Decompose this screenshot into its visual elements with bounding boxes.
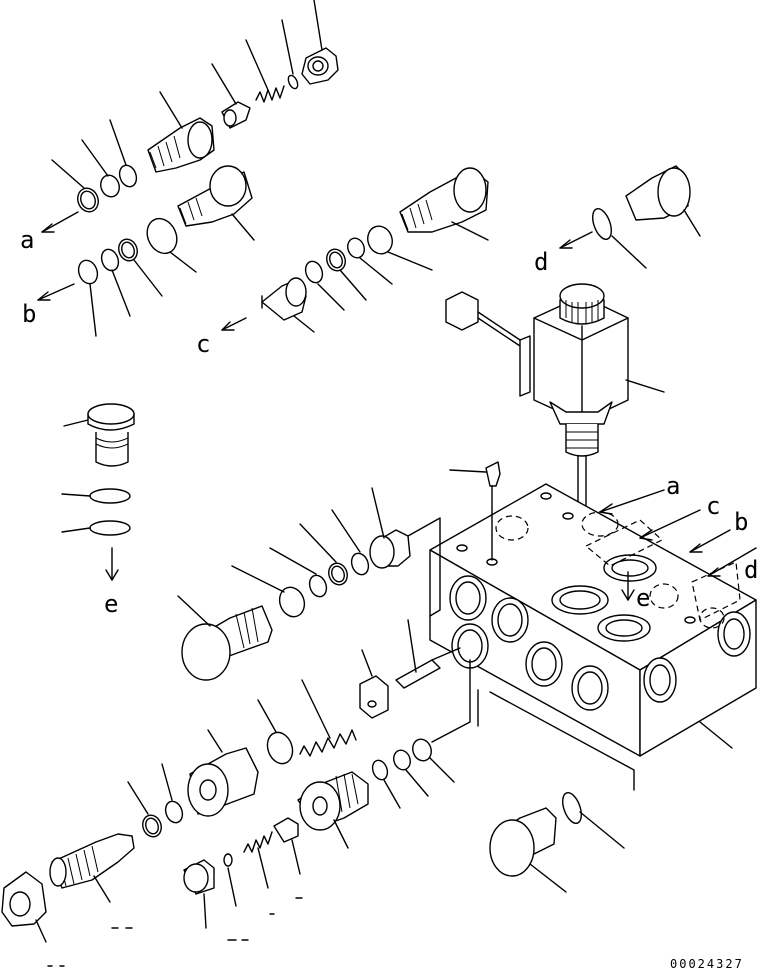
callout-c-top: c [196,330,210,358]
callout-b-block: b [734,508,748,536]
arrow-c-top [221,317,247,331]
cap-nut-top [301,0,339,85]
callout-b-top: b [22,300,36,328]
backup-ring-2 [51,159,99,213]
lower-middle-valve [183,659,471,929]
arrow-d-top [559,231,593,249]
o-ring-1 [109,119,138,188]
arrow-a-top [41,211,79,233]
arrow-b-top [37,283,75,301]
poppet-top [211,63,251,129]
block-arrows [599,489,757,601]
callout-a-top: a [20,226,34,254]
drawing-code: 00024327 [670,957,744,970]
plug-d [592,165,701,269]
callout-a-block: a [666,472,680,500]
solenoid-valve [445,283,665,601]
large-o-ring-2nd [146,217,197,273]
callout-d-top: d [534,248,548,276]
spool-c [261,277,315,333]
relief-valve-body-top [147,91,215,173]
callout-d-block: d [744,556,758,584]
callout-e-left: e [104,590,118,618]
plug-e: e [61,403,135,618]
rings-right-row [304,225,433,311]
callout-c-block: c [706,492,720,520]
valve-body-right [399,167,489,241]
backup-ring-1 [81,139,120,198]
callout-e-block: e [636,584,650,612]
vent-plug [449,461,501,561]
spring-top [245,39,285,103]
cut-off-marks [47,897,303,967]
valve-body-second-row [177,165,255,241]
plug-lower-right [489,792,625,893]
rings-row-b [77,238,163,337]
lower-stack [1,487,461,943]
small-o-ring-top [281,19,299,90]
upper-valve-stack: a b c d [20,0,701,358]
valve-block [429,483,757,791]
